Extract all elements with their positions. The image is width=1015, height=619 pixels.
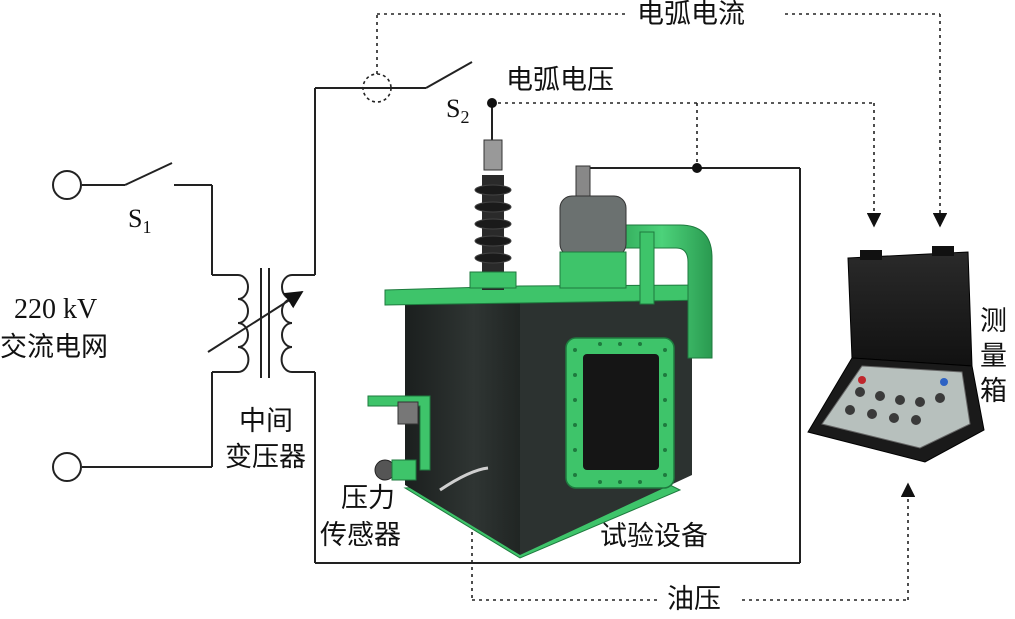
arc-current-label: 电弧电流 [637, 0, 745, 30]
switch-s1-label: S1 [128, 204, 152, 238]
s2-junction-dot [487, 98, 497, 108]
current-sensor-icon [362, 73, 392, 103]
grid-terminal-bottom [52, 452, 82, 482]
switch-s2-blade [425, 61, 473, 89]
switch-s2-label: S2 [446, 94, 470, 128]
transformer-symbol [207, 268, 304, 378]
switch-s2-subscript: 2 [460, 107, 470, 128]
switch-s2-letter: S [446, 94, 461, 123]
transformer-label-line1: 中间 [239, 406, 293, 437]
measure-box-label-char3: 箱 [980, 376, 1007, 407]
signal-lines [376, 13, 948, 601]
switch-s1-blade [124, 162, 173, 186]
grid-voltage-label: 220 kV [14, 294, 98, 325]
arc-voltage-label: 电弧电压 [506, 65, 614, 96]
switch-s1-letter: S [128, 204, 143, 233]
transformer-label-line2: 变压器 [225, 442, 306, 473]
sensor-label-line2: 传感器 [320, 520, 401, 551]
grid-terminal-top [52, 170, 82, 200]
ground-junction-dot [692, 163, 702, 173]
circuit-wires [82, 61, 801, 564]
measure-box-label-char1: 测 [980, 306, 1007, 337]
oil-pressure-label: 油压 [667, 584, 721, 615]
sensor-label-line1: 压力 [341, 483, 395, 514]
measure-box-label-char2: 量 [980, 341, 1007, 372]
test-equipment-label: 试验设备 [600, 521, 708, 552]
grid-name-label: 交流电网 [0, 332, 108, 363]
measurement-box-illustration [807, 246, 985, 463]
test-equipment-illustration [367, 139, 713, 559]
switch-s1-subscript: 1 [142, 217, 152, 238]
